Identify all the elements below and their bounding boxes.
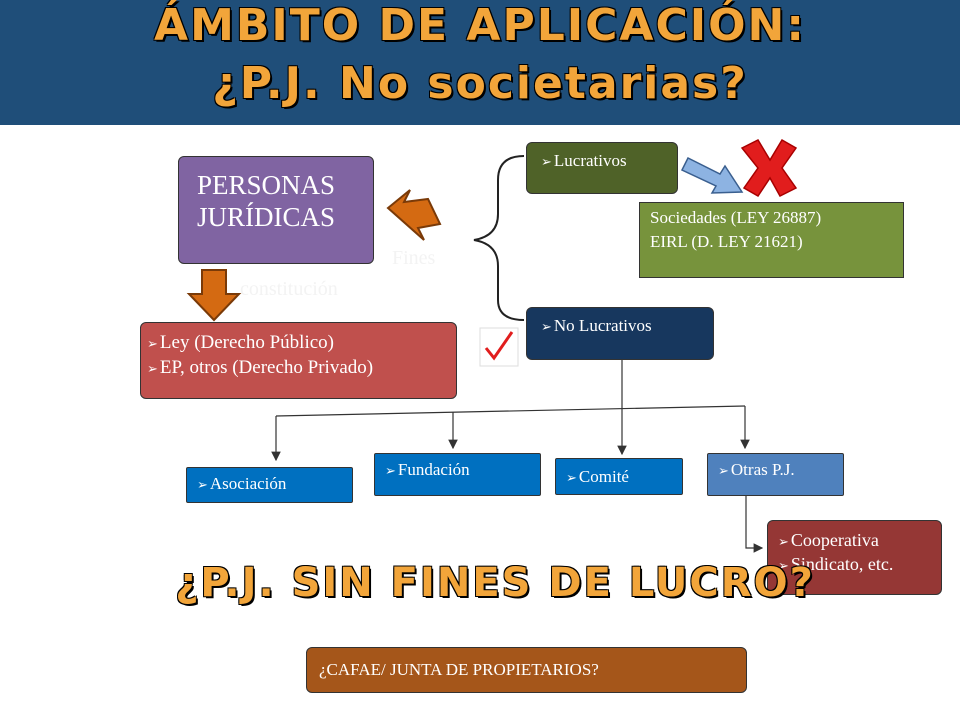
sociedades-line-2: EIRL (D. LEY 21621) (650, 232, 803, 251)
lucrativos-box: Lucrativos (526, 142, 678, 194)
otras-pj-box: Otras P.J. (707, 453, 844, 496)
ley-item-1: Ley (Derecho Público) (147, 331, 456, 356)
sociedades-box: Sociedades (LEY 26887) EIRL (D. LEY 2162… (639, 202, 904, 278)
constitucion-label: constitución (240, 278, 338, 300)
cafae-label: ¿CAFAE/ JUNTA DE PROPIETARIOS? (319, 660, 599, 679)
coop-item-2: Sindicato, etc. (778, 553, 941, 577)
ley-item-2: EP, otros (Derecho Privado) (147, 356, 456, 381)
title-line-2: ¿P.J. No societarias? (212, 58, 748, 109)
fines-label: Fines (392, 247, 436, 269)
fundacion-box: Fundación (374, 453, 541, 496)
comite-box: Comité (555, 458, 683, 495)
cafae-box: ¿CAFAE/ JUNTA DE PROPIETARIOS? (306, 647, 747, 693)
coop-item-1: Cooperativa (778, 529, 941, 553)
down-arrow-icon (186, 269, 242, 322)
no-lucrativos-box: No Lucrativos (526, 307, 714, 360)
personas-line-2: JURÍDICAS (197, 202, 336, 232)
fundacion-label: Fundación (385, 460, 470, 479)
blue-arrow-icon (680, 156, 744, 194)
lucrativos-label: Lucrativos (541, 151, 627, 170)
comite-label: Comité (566, 467, 629, 486)
asociacion-label: Asociación (197, 474, 286, 493)
asociacion-box: Asociación (186, 467, 353, 503)
title-line-1: ÁMBITO DE APLICACIÓN: (154, 0, 806, 51)
sociedades-line-1: Sociedades (LEY 26887) (650, 208, 822, 227)
title-banner: ÁMBITO DE APLICACIÓN: ¿P.J. No societari… (0, 0, 960, 125)
cooperativa-box: Cooperativa Sindicato, etc. (767, 520, 942, 595)
check-mark-icon (479, 327, 519, 367)
brace-connector (473, 155, 525, 321)
no-lucrativos-label: No Lucrativos (541, 316, 652, 335)
personas-juridicas-box: PERSONAS JURÍDICAS (178, 156, 374, 264)
tree-connectors (271, 360, 764, 553)
personas-line-1: PERSONAS (197, 170, 336, 200)
otras-pj-label: Otras P.J. (718, 460, 795, 479)
constitucion-box: Ley (Derecho Público) EP, otros (Derecho… (140, 322, 457, 399)
right-arrow-icon (386, 189, 442, 241)
red-x-icon (740, 138, 798, 197)
subtitle: ¿P.J. SIN FINES DE LUCRO? (175, 560, 815, 606)
